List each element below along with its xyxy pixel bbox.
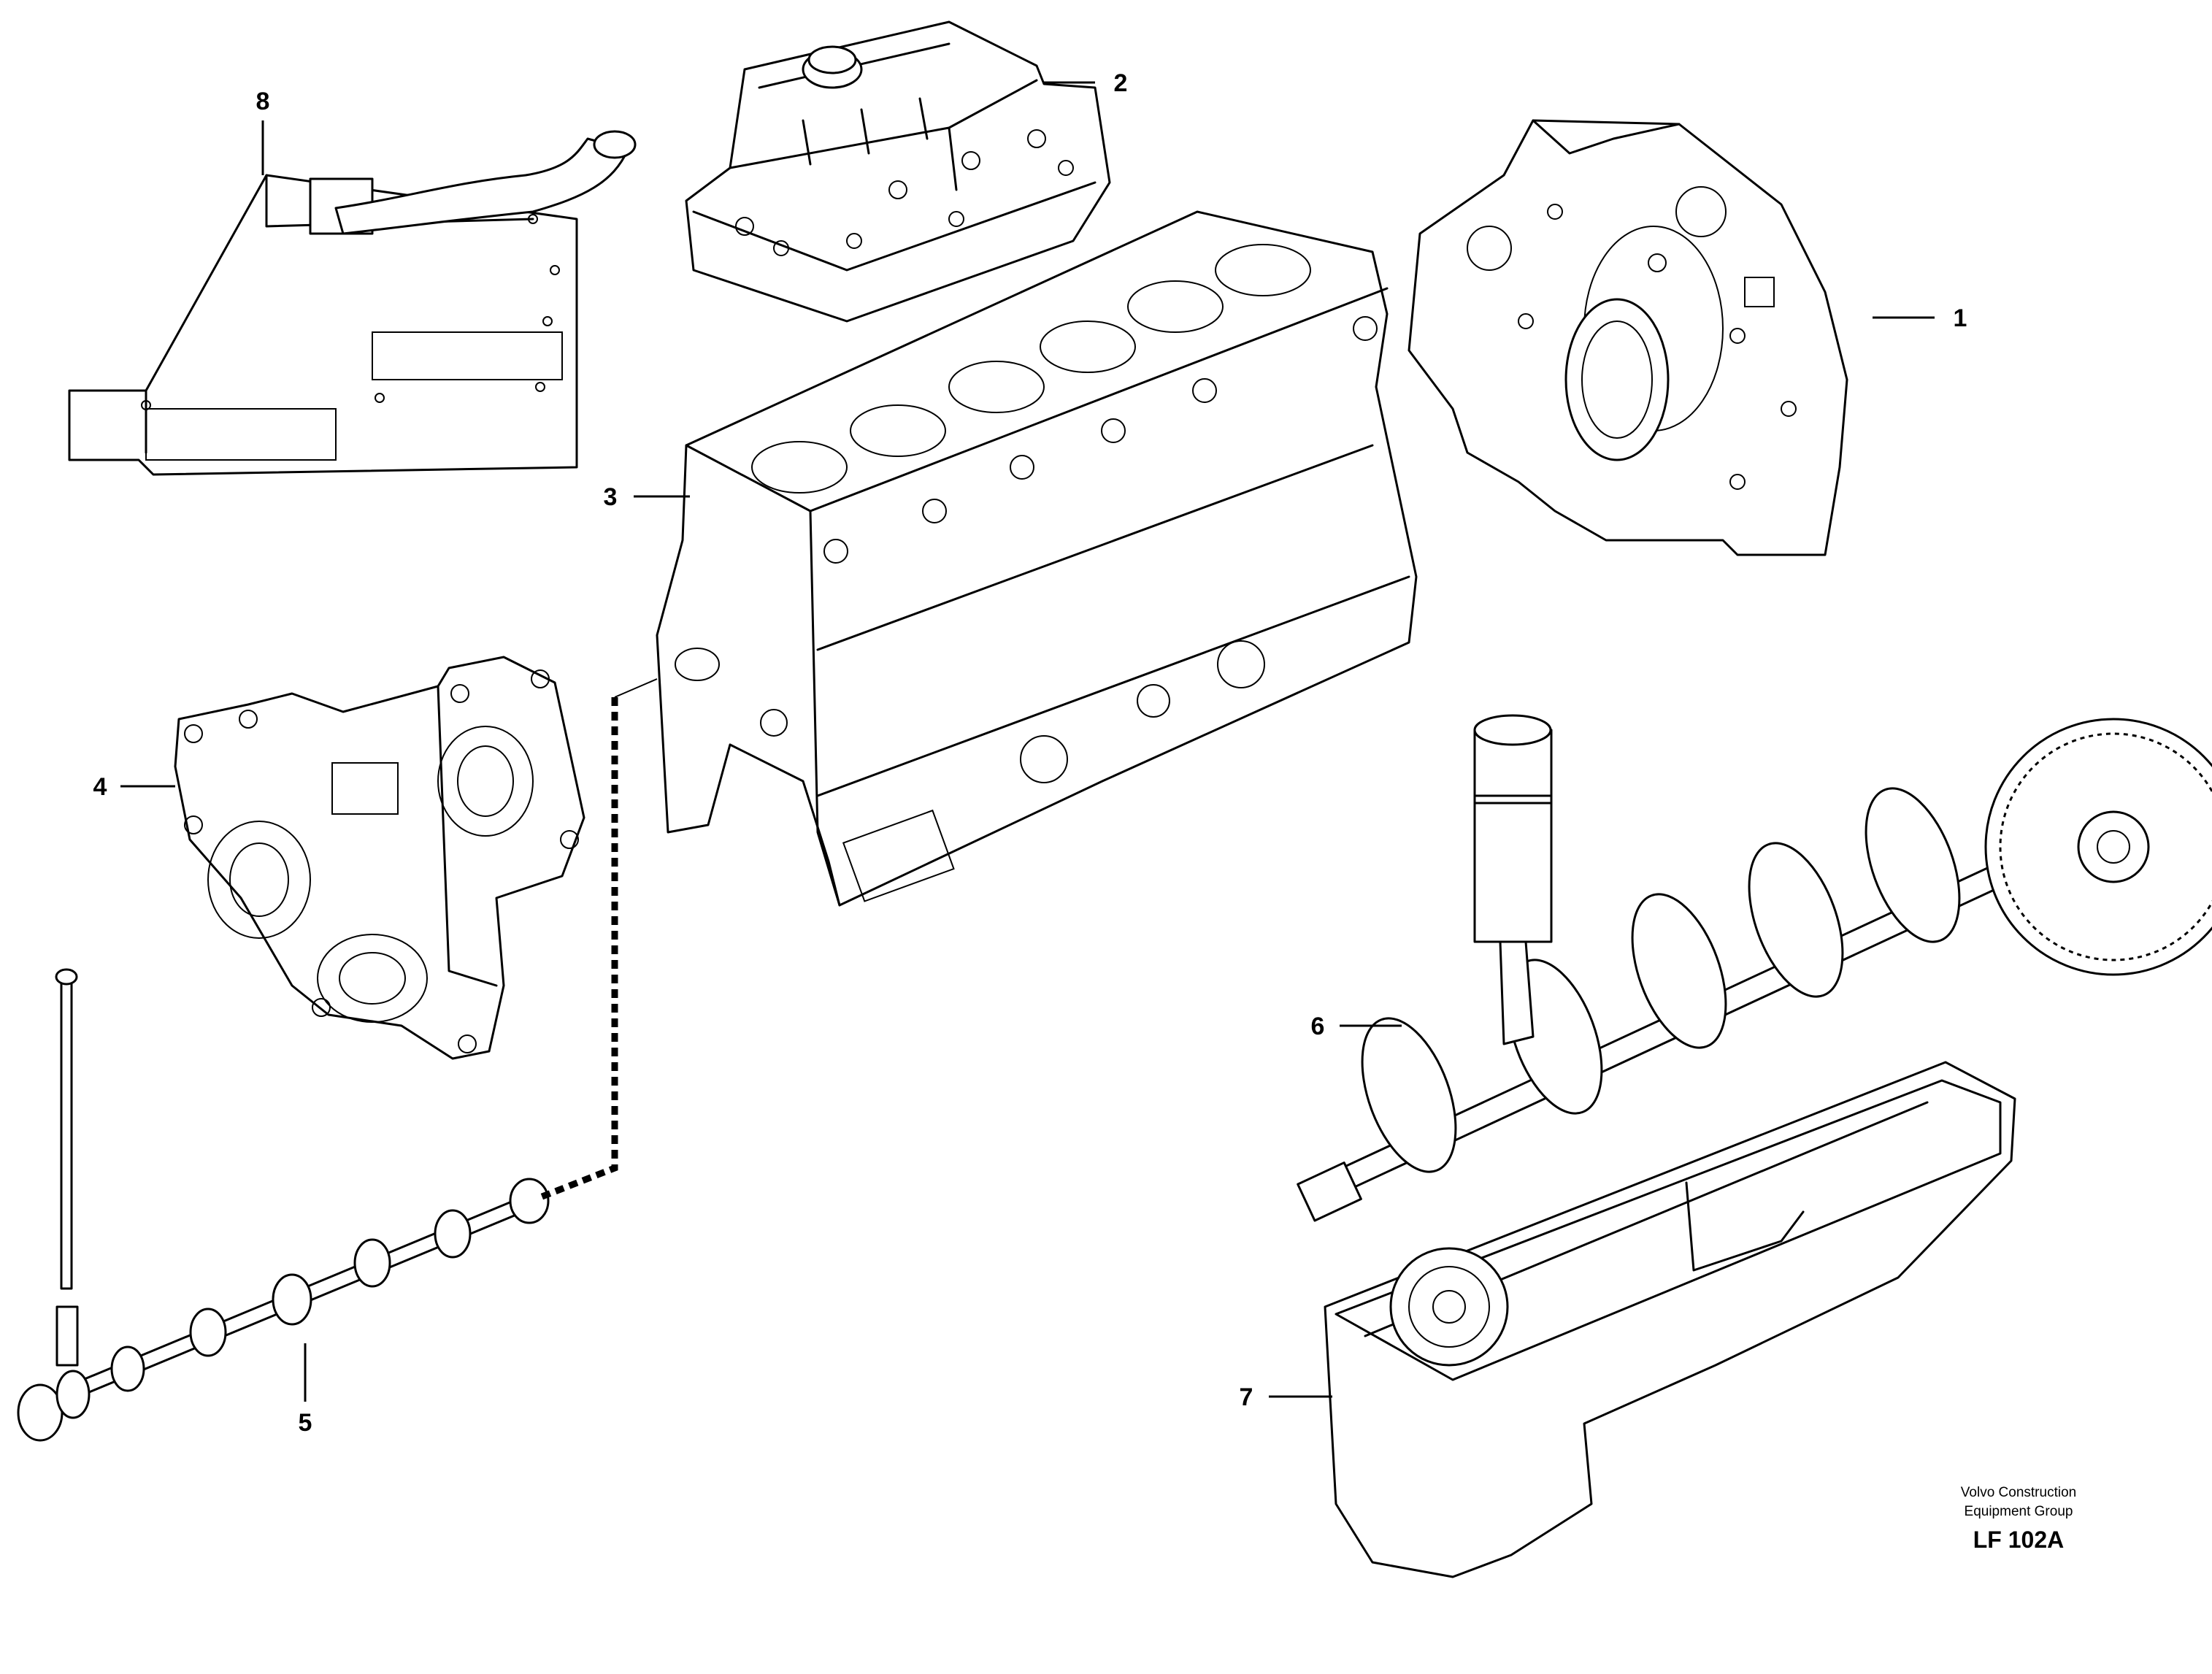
- callouts: 1 2 3 4 5 6 7 8: [93, 69, 1967, 1437]
- callout-3: 3: [604, 483, 618, 511]
- figure-code: LF 102A: [1973, 1527, 2064, 1553]
- footer: Volvo Construction Equipment Group LF 10…: [1961, 1485, 2076, 1553]
- intake-manifold-drawing: [68, 130, 637, 476]
- oil-sump-drawing: [1324, 1061, 2016, 1578]
- leader-lines: [120, 81, 1935, 1402]
- cylinder-block-drawing: [656, 210, 1418, 907]
- flywheel-housing-drawing: [1408, 119, 1848, 556]
- callout-8: 8: [256, 88, 270, 115]
- publisher-line-2: Equipment Group: [1965, 1504, 2073, 1519]
- cylinder-head-drawing: [685, 20, 1111, 323]
- camshaft-drawing: [17, 678, 658, 1442]
- publisher-line-1: Volvo Construction: [1961, 1485, 2076, 1500]
- crankshaft-drawing: [1297, 714, 2212, 1222]
- callout-7: 7: [1240, 1383, 1253, 1411]
- callout-2: 2: [1114, 69, 1128, 97]
- timing-gear-cover-drawing: [174, 656, 585, 1060]
- callout-1: 1: [1954, 304, 1967, 332]
- callout-5: 5: [299, 1409, 312, 1437]
- callout-6: 6: [1311, 1013, 1325, 1040]
- callout-4: 4: [93, 773, 107, 801]
